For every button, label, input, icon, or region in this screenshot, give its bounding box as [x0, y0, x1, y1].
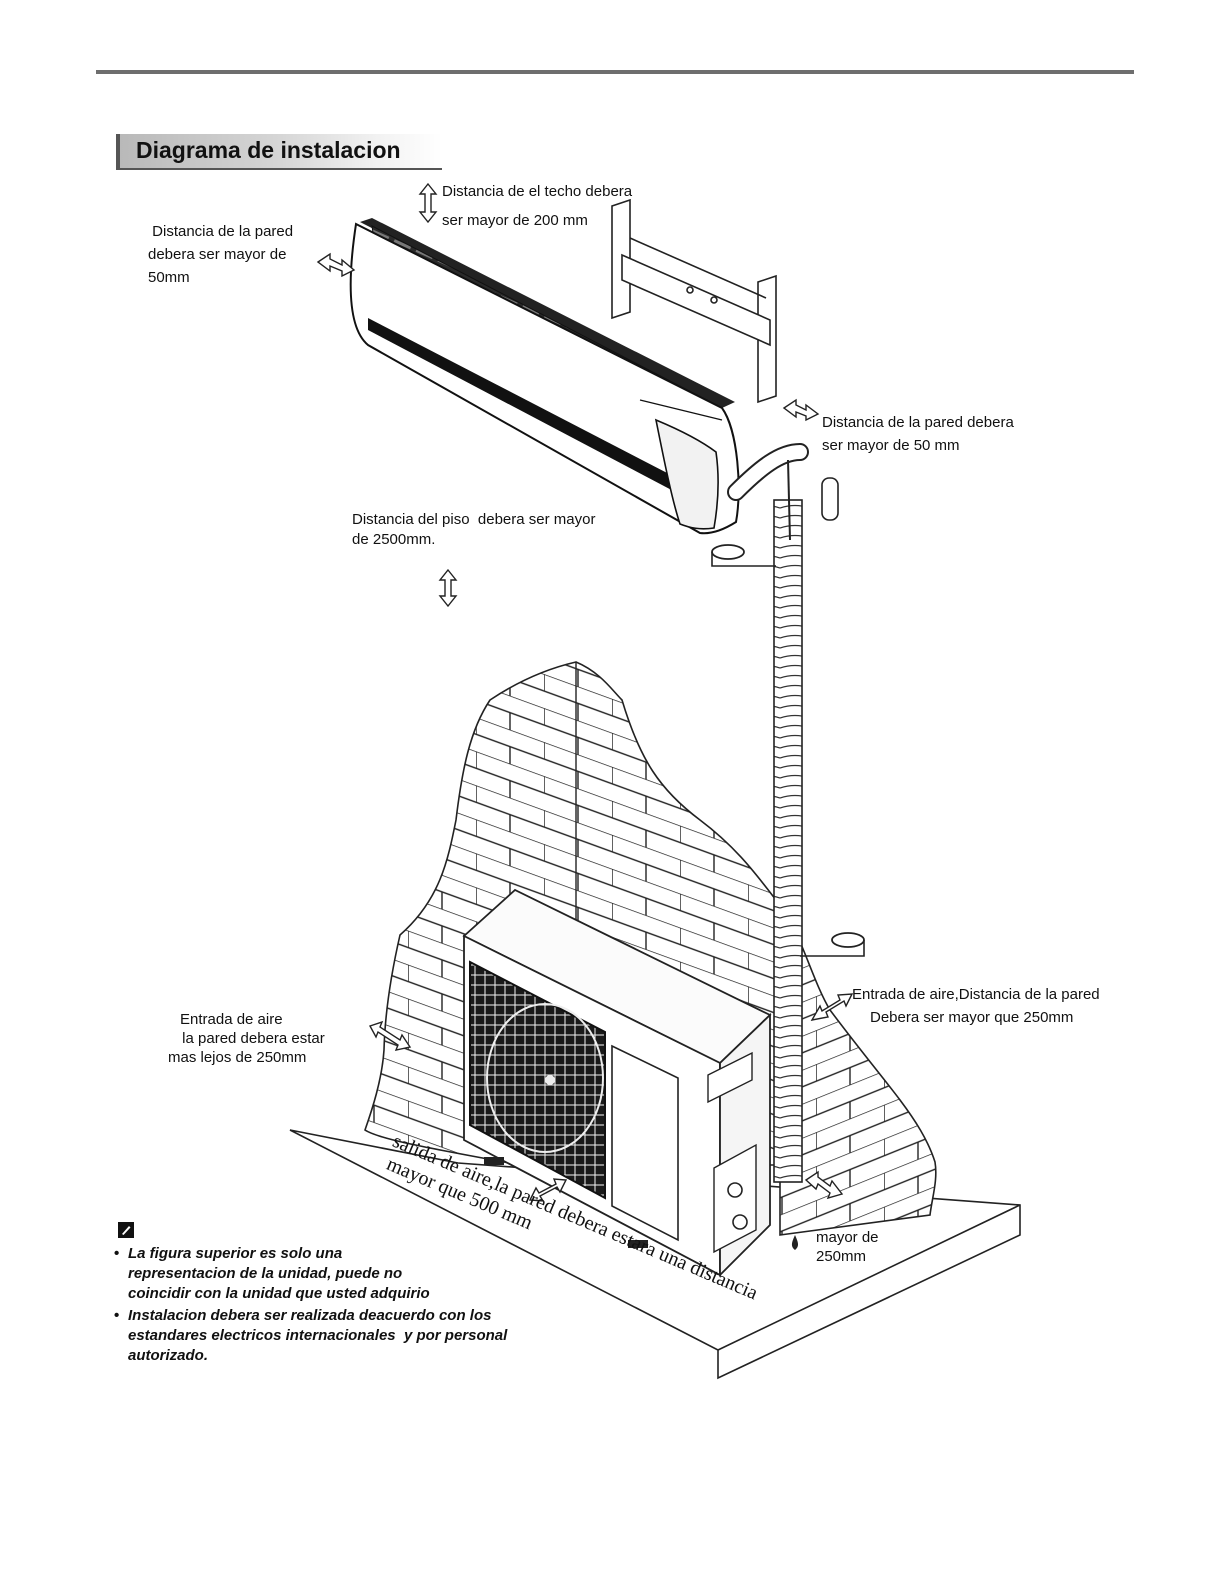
note-line: estandares electricos internacionales y … — [128, 1327, 508, 1344]
arrow-left-wall — [316, 252, 356, 278]
outdoor-back-clearance-label: mayor de 250mm — [816, 1228, 879, 1266]
clearance-arrows — [316, 182, 854, 1202]
pipe-bundle — [711, 443, 865, 1250]
outdoor-unit — [462, 888, 772, 1278]
mounting-plate — [611, 198, 777, 404]
label-line: ser mayor de 200 mm — [442, 212, 588, 229]
bullet-icon: • — [114, 1245, 120, 1262]
label-line: Distancia del piso debera ser mayor — [352, 511, 596, 528]
label-line: Distancia de el techo debera — [442, 183, 633, 200]
right-wall-clearance-label: Distancia de la pared debera ser mayor d… — [822, 411, 1014, 457]
label-line: Debera ser mayor que 250mm — [870, 1009, 1074, 1026]
note-line: La figura superior es solo una — [128, 1245, 343, 1262]
label-line: Distancia de la pared — [148, 223, 294, 240]
section-title-banner: Diagrama de instalacion — [116, 134, 442, 170]
header-rule — [96, 70, 1134, 74]
note-line: coincidir con la unidad que usted adquir… — [128, 1285, 430, 1302]
note-line: Instalacion debera ser realizada deacuer… — [128, 1307, 492, 1324]
label-line: 250mm — [816, 1248, 867, 1265]
outdoor-right-clearance-label: Entrada de aire,Distancia de la pared De… — [852, 983, 1100, 1029]
label-line: de 2500mm. — [352, 531, 436, 548]
arrow-outdoor-left — [368, 1020, 412, 1051]
floor-clearance-label: Distancia del piso debera ser mayor de 2… — [352, 510, 595, 550]
label-line: Entrada de aire,Distancia de la pared — [852, 986, 1100, 1003]
label-line: Entrada de aire — [180, 1011, 283, 1028]
section-title: Diagrama de instalacion — [136, 137, 401, 163]
label-line: ser mayor de 50 mm — [822, 437, 960, 454]
notes-list: • La figura superior es solo una represe… — [114, 1244, 507, 1368]
label-line: mayor de — [816, 1229, 879, 1246]
note-item: • Instalacion debera ser realizada deacu… — [114, 1306, 507, 1366]
arrow-ceiling — [418, 182, 438, 224]
arrow-outlet — [528, 1178, 568, 1202]
arrow-outdoor-back — [804, 1170, 844, 1200]
label-line: la pared debera estar — [178, 1030, 325, 1047]
arrow-outdoor-right — [810, 993, 854, 1021]
ceiling-clearance-label: Distancia de el techo debera ser mayor d… — [442, 180, 632, 232]
label-line: 50mm — [148, 269, 190, 286]
note-pencil-icon — [118, 1222, 134, 1238]
left-wall-clearance-label: Distancia de la pared debera ser mayor d… — [148, 220, 293, 289]
note-item: • La figura superior es solo una represe… — [114, 1244, 507, 1304]
label-line: mas lejos de 250mm — [168, 1049, 307, 1066]
indoor-unit — [349, 218, 740, 535]
note-line: representacion de la unidad, puede no — [128, 1265, 403, 1282]
arrow-right-wall — [782, 398, 820, 422]
label-line: debera ser mayor de — [148, 246, 287, 263]
bullet-icon: • — [114, 1307, 120, 1324]
arrow-floor — [438, 568, 458, 608]
note-line: autorizado. — [128, 1347, 209, 1364]
outdoor-left-clearance-label: Entrada de aire la pared debera estar ma… — [168, 1010, 325, 1067]
label-line: Distancia de la pared debera — [822, 414, 1014, 431]
